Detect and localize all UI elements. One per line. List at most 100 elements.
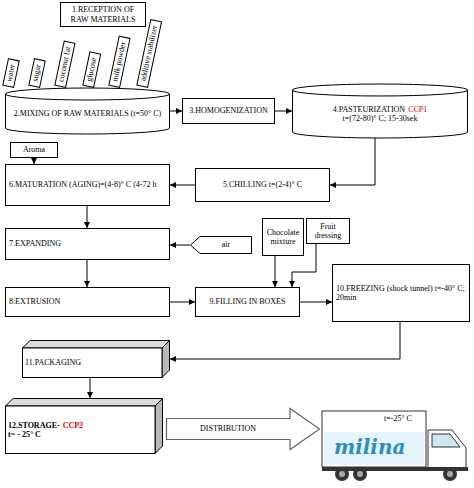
step-text: water: [4, 63, 16, 82]
text-block: 7.EXPANDING: [9, 239, 166, 248]
flow-arrow: [300, 299, 332, 305]
wheel-hub: [339, 471, 345, 477]
text-line: Aroma: [14, 145, 54, 154]
text-block: 5.CHILLING t=(2-4)° C: [199, 180, 326, 189]
process-box: 1.RECEPTION OF RAW MATERIALS: [60, 2, 146, 27]
flow-arrow: [87, 378, 93, 398]
step-text: glucose: [84, 57, 98, 83]
text-area: coconut fat: [55, 42, 74, 87]
text-line: 2.MIXING OF RAW MATERIALS (t=50° C): [8, 109, 167, 118]
text-line: 5.CHILLING t=(2-4)° C: [199, 180, 326, 189]
text-block: Aroma: [14, 145, 54, 154]
truck-wheel: [443, 467, 457, 481]
box-front: [6, 406, 156, 454]
text-block: 3.HOMOGENIZATION: [186, 106, 271, 115]
text-area: Chocolate mixture: [263, 219, 303, 255]
text-line: t=(72-80)° C; 15-30sek: [295, 114, 465, 123]
text-area: Fruit dressing: [307, 219, 349, 243]
text-line: additive stabilizer: [138, 23, 160, 84]
step-text: 2.MIXING OF RAW MATERIALS (t=50° C): [14, 109, 161, 118]
arrow-head: [87, 392, 93, 398]
truck-wheel: [335, 467, 349, 481]
step-text: 11.PACKAGING: [25, 358, 81, 367]
flow-arrow: [84, 206, 90, 228]
ingredient-box: Chocolate mixture: [262, 218, 304, 256]
text-block: glucose: [84, 55, 99, 83]
text-block: Chocolate mixture: [266, 228, 300, 246]
distribution-arrow: DISTRIBUTION: [166, 408, 320, 450]
step-text: milk powder: [110, 41, 127, 83]
text-block: 6.MATURATION (AGING)=(4-8)° C (4-72 h: [9, 180, 166, 189]
flow-arrow: [170, 108, 182, 114]
text-block: additive stabilizer: [138, 23, 160, 84]
text-block: 2.MIXING OF RAW MATERIALS (t=50° C): [8, 109, 167, 118]
text-block: 11.PACKAGING: [25, 358, 159, 367]
step-text: air: [222, 240, 230, 249]
step-text: 12.STORAGE-: [8, 421, 60, 430]
process-box: 5.CHILLING t=(2-4)° C: [195, 168, 330, 202]
text-line: Chocolate mixture: [266, 228, 300, 246]
flow-line: [330, 138, 375, 185]
storage-box: 12.STORAGE-CCP2t= - 25° C: [5, 398, 163, 454]
flow-arrow: [330, 138, 375, 188]
ingredient-strip: glucose: [82, 51, 101, 88]
step-text: Chocolate mixture: [267, 228, 299, 246]
step-text: 6.MATURATION (AGING)=(4-8)° C (4-72 h: [9, 180, 156, 189]
text-line: 9.FILLING IN BOXES: [199, 297, 296, 306]
process-box: 10.FREEZING (shock tunnel) t=-40° C; 20m…: [332, 264, 470, 322]
text-area: Aroma: [11, 143, 57, 157]
step-text: 10.FREEZING (shock tunnel) t=-40° C; 20m…: [336, 284, 465, 302]
arrow-outline: [191, 237, 252, 254]
brand-logo: milina: [334, 435, 405, 459]
arrow-head: [170, 182, 176, 188]
flow-arrow: [84, 260, 90, 287]
text-line: 8.EXTRUSION: [9, 297, 166, 306]
process-box: 6.MATURATION (AGING)=(4-8)° C (4-72 h: [5, 164, 170, 206]
text-line: glucose: [84, 55, 99, 83]
text-area: 2.MIXING OF RAW MATERIALS (t=50° C): [5, 100, 170, 128]
package-box: 11.PACKAGING: [22, 340, 170, 378]
box-top: [23, 341, 170, 349]
text-area: 3.HOMOGENIZATION: [183, 99, 274, 123]
text-line: t= - 25° C: [8, 430, 152, 439]
ingredient-strip: water: [2, 58, 20, 88]
truck-wheel: [353, 467, 367, 481]
text-line: 12.STORAGE-CCP2: [8, 421, 152, 430]
step-text: 7.EXPANDING: [9, 239, 61, 248]
truck-label: t=-25° C: [384, 414, 412, 423]
text-block: water: [4, 62, 18, 84]
truck-cab: [428, 430, 466, 468]
process-box: 3.HOMOGENIZATION: [182, 98, 275, 124]
text-block: coconut fat: [56, 45, 74, 84]
step-text: 8.EXTRUSION: [9, 297, 60, 306]
text-line: 3.HOMOGENIZATION: [186, 106, 271, 115]
text-block: 1.RECEPTION OF RAW MATERIALS: [64, 5, 142, 23]
ingredient-strip: sugar: [28, 58, 46, 88]
flow-line: [170, 322, 400, 359]
text-area: air: [200, 236, 252, 254]
text-area: 10.FREEZING (shock tunnel) t=-40° C; 20m…: [333, 265, 469, 321]
trailer-panel: [324, 432, 424, 465]
process-box: 7.EXPANDING: [5, 228, 170, 260]
process-box: 9.FILLING IN BOXES: [195, 287, 300, 317]
flow-arrow: [275, 108, 292, 114]
arrow-head: [286, 108, 292, 114]
flow-arrow: [272, 256, 278, 287]
text-line: Fruit dressing: [310, 222, 346, 240]
ccp-mark: CCP1: [408, 105, 427, 114]
step-text: Fruit dressing: [315, 222, 342, 240]
step-text: DISTRIBUTION: [200, 424, 256, 433]
ingredient-box: Fruit dressing: [306, 218, 350, 244]
text-block: 12.STORAGE-CCP2t= - 25° C: [8, 421, 152, 439]
arrow-head: [330, 182, 336, 188]
text-area: additive stabilizer: [137, 20, 161, 87]
text-block: Fruit dressing: [310, 222, 346, 240]
step-text: additive stabilizer: [138, 25, 159, 83]
drum-body: [6, 88, 170, 134]
step-text: coconut fat: [56, 46, 72, 83]
text-block: DISTRIBUTION: [169, 424, 287, 433]
text-line: 6.MATURATION (AGING)=(4-8)° C (4-72 h: [9, 180, 166, 189]
ingredient-strip: milk powder: [108, 36, 130, 88]
text-line: 7.EXPANDING: [9, 239, 166, 248]
